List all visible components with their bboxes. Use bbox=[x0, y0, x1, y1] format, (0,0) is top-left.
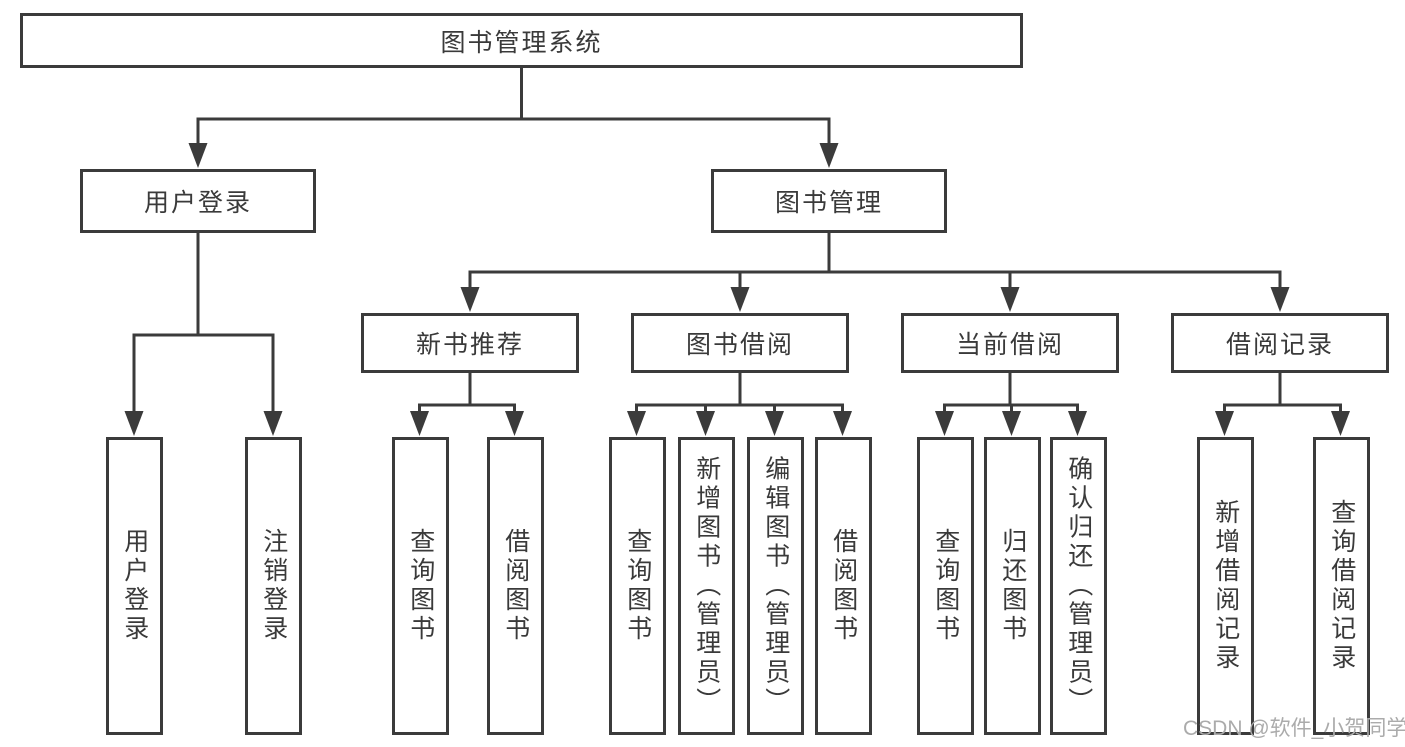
leaf-recommend-query-books: 查询图书 bbox=[391, 437, 449, 735]
leaf-logout: 注销登录 bbox=[244, 437, 302, 735]
leaf-borrow-edit-books-admin: 编辑图书（管理员） bbox=[746, 437, 804, 735]
leaf-recommend-borrow-books-label: 借阅图书 bbox=[501, 528, 530, 644]
node-current-borrowing: 当前借阅 bbox=[901, 313, 1119, 373]
leaf-records-add-borrow-record-label: 新增借阅记录 bbox=[1211, 499, 1240, 673]
leaf-records-add-borrow-record: 新增借阅记录 bbox=[1196, 437, 1254, 735]
leaf-current-confirm-return-admin: 确认归还（管理员） bbox=[1049, 437, 1107, 735]
node-borrowing-records: 借阅记录 bbox=[1171, 313, 1389, 373]
arrowheads bbox=[124, 143, 1350, 436]
leaf-records-query-borrow-record: 查询借阅记录 bbox=[1312, 437, 1370, 735]
leaf-records-query-borrow-record-label: 查询借阅记录 bbox=[1327, 499, 1356, 673]
leaf-borrow-borrow-books-label: 借阅图书 bbox=[829, 528, 858, 644]
leaf-borrow-query-books-label: 查询图书 bbox=[623, 528, 652, 644]
leaf-recommend-borrow-books: 借阅图书 bbox=[486, 437, 544, 735]
node-book-borrowing: 图书借阅 bbox=[631, 313, 849, 373]
node-new-book-recommendation: 新书推荐 bbox=[361, 313, 579, 373]
node-user-login: 用户登录 bbox=[80, 169, 316, 233]
leaf-current-query-books-label: 查询图书 bbox=[931, 528, 960, 644]
leaf-current-return-books-label: 归还图书 bbox=[998, 528, 1027, 644]
leaf-recommend-query-books-label: 查询图书 bbox=[406, 528, 435, 644]
csdn-watermark: CSDN @软件_小贺同学 bbox=[1183, 717, 1405, 740]
leaf-user-login: 用户登录 bbox=[105, 437, 163, 735]
leaf-borrow-borrow-books: 借阅图书 bbox=[814, 437, 872, 735]
leaf-current-query-books: 查询图书 bbox=[916, 437, 974, 735]
node-book-management: 图书管理 bbox=[711, 169, 947, 233]
leaf-current-return-books: 归还图书 bbox=[983, 437, 1041, 735]
leaf-logout-label: 注销登录 bbox=[259, 528, 288, 644]
leaf-borrow-add-books-admin: 新增图书（管理员） bbox=[677, 437, 735, 735]
leaf-user-login-label: 用户登录 bbox=[120, 528, 149, 644]
leaf-borrow-add-books-admin-label: 新增图书（管理员） bbox=[692, 455, 721, 717]
leaf-borrow-query-books: 查询图书 bbox=[608, 437, 666, 735]
node-library-management-system: 图书管理系统 bbox=[20, 13, 1023, 68]
leaf-borrow-edit-books-admin-label: 编辑图书（管理员） bbox=[761, 455, 790, 717]
leaf-current-confirm-return-admin-label: 确认归还（管理员） bbox=[1064, 455, 1093, 717]
